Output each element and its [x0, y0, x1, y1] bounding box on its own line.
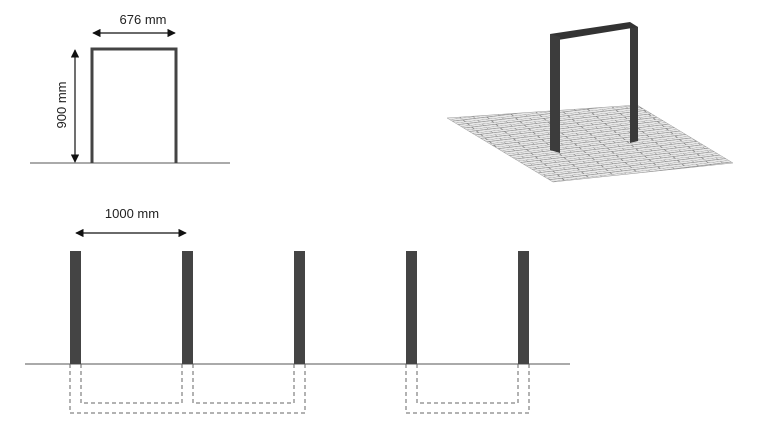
post-4 — [406, 251, 417, 364]
rack-frame-outline — [90, 47, 178, 163]
height-label: 900 mm — [54, 82, 69, 129]
iso-top-bar — [550, 22, 638, 40]
underground-frame-dashed — [69, 364, 530, 414]
front-view: 676 mm 900 mm — [30, 12, 230, 164]
spacing-label: 1000 mm — [105, 206, 159, 221]
spacing-view: 1000 mm — [25, 206, 570, 414]
width-label: 676 mm — [120, 12, 167, 27]
post-1 — [70, 251, 81, 364]
post-3 — [294, 251, 305, 364]
iso-right-post — [630, 24, 638, 143]
post-2 — [182, 251, 193, 364]
post-5 — [518, 251, 529, 364]
paved-ground — [446, 104, 734, 183]
iso-left-post — [550, 34, 560, 153]
isometric-view — [446, 22, 734, 183]
